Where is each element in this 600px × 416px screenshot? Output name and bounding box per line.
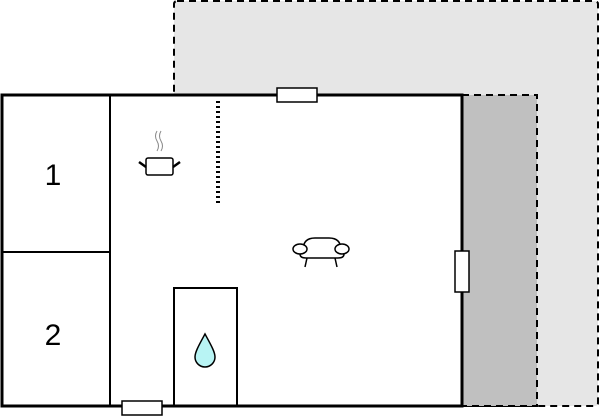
window-top <box>276 87 318 103</box>
room-label-2: 2 <box>45 319 62 352</box>
window-bottom <box>121 400 163 416</box>
covered-terrace <box>461 94 538 407</box>
window-right <box>454 250 470 293</box>
water-drop-icon <box>194 332 216 368</box>
armchair-icon <box>292 237 350 268</box>
room-label-1: 1 <box>45 159 62 192</box>
cooking-pot-icon <box>138 130 181 176</box>
